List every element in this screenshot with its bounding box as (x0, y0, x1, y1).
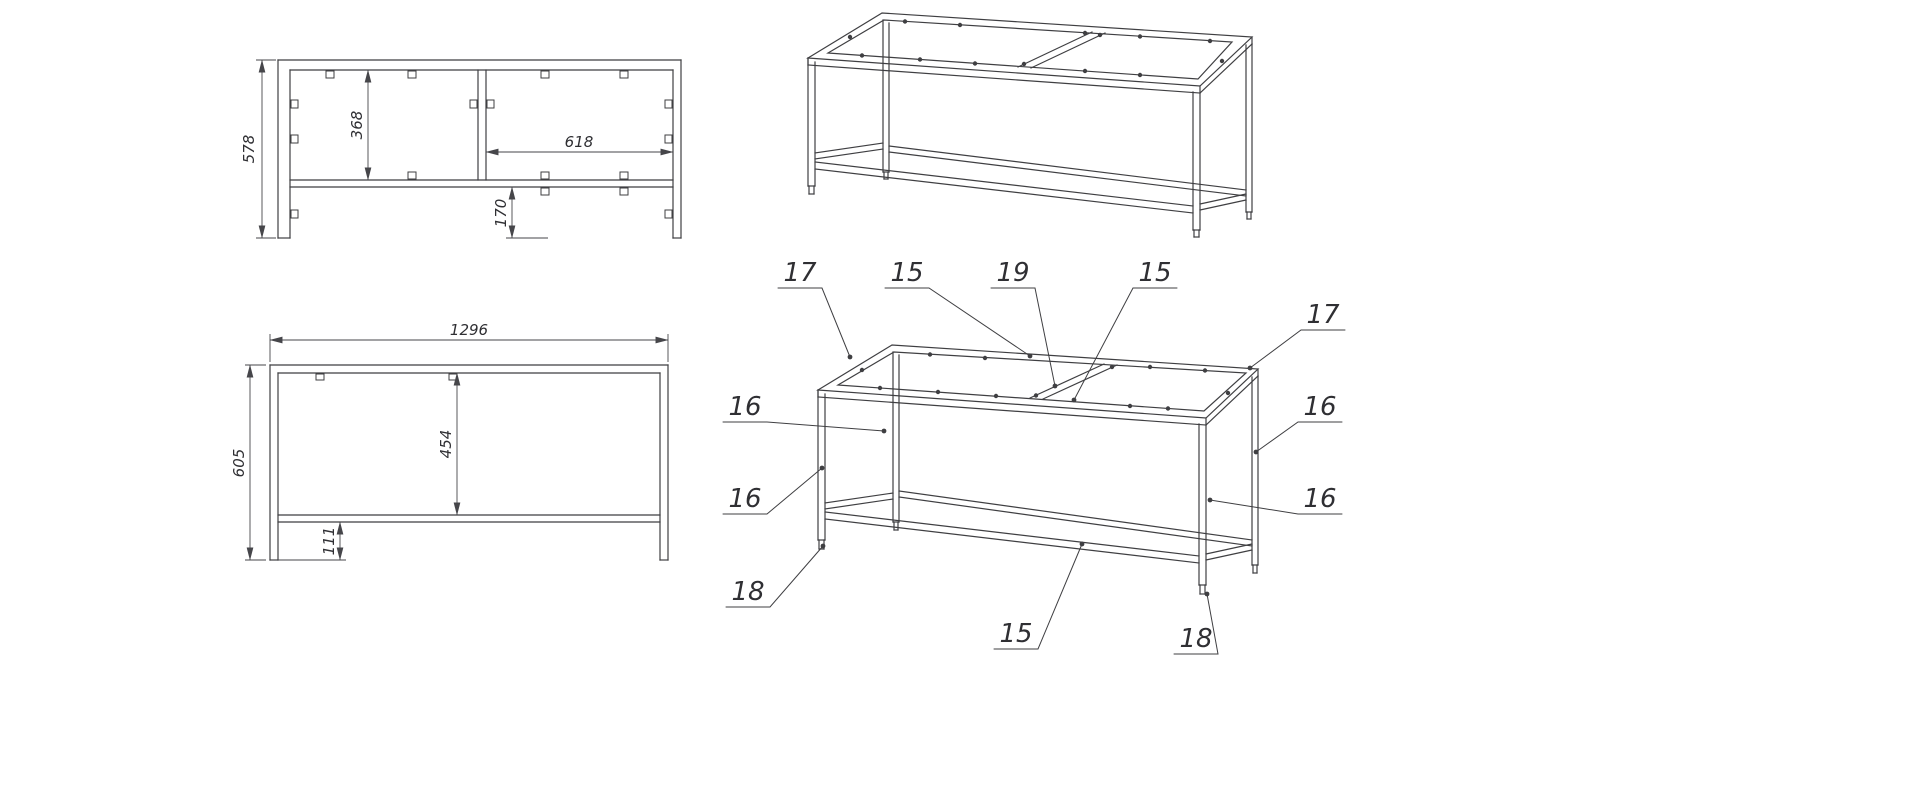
callout-label: 15 (999, 619, 1032, 649)
callout-16-right-upper: 16 (1253, 392, 1343, 455)
callout-16-right-lower: 16 (1207, 484, 1343, 515)
callout-label: 16 (728, 484, 761, 514)
callout-18-left: 18 (725, 543, 826, 608)
isometric-annotated-view: 17 15 19 15 17 16 16 (722, 258, 1346, 655)
iso-stretchers (814, 142, 1247, 214)
callout-17-top-left: 17 (777, 258, 853, 360)
callout-19: 19 (990, 258, 1058, 389)
callout-label: 16 (1303, 484, 1336, 514)
side-view: 1296 605 454 111 (230, 321, 669, 561)
dimension-value: 454 (437, 430, 455, 459)
callout-18-right: 18 (1173, 591, 1219, 655)
dimension-value: 605 (230, 449, 248, 478)
callout-15-top-right: 15 (1071, 258, 1178, 403)
callout-16-left-upper: 16 (722, 392, 887, 434)
dimension-578: 578 (240, 59, 276, 239)
dimension-value: 368 (348, 111, 366, 140)
callout-label: 18 (731, 577, 764, 607)
iso-legs (807, 19, 1253, 238)
dimension-111: 111 (278, 521, 346, 561)
callout-label: 15 (890, 258, 923, 288)
callout-17-right: 17 (1247, 300, 1346, 371)
callout-15-bottom: 15 (993, 541, 1085, 650)
callout-label: 16 (728, 392, 761, 422)
fastener-clip-icons (290, 70, 673, 219)
dimension-1296: 1296 (269, 321, 669, 362)
dimension-value: 618 (565, 133, 594, 151)
iso-top-frame (806, 12, 1254, 94)
callout-label: 17 (783, 258, 817, 288)
dimension-454: 454 (437, 372, 461, 516)
callout-15-top-left: 15 (884, 258, 1033, 359)
dimension-value: 578 (240, 135, 258, 164)
fastener-dots (859, 352, 1231, 411)
fastener-dots (847, 19, 1225, 78)
callout-label: 17 (1306, 300, 1340, 330)
dimension-605: 605 (230, 364, 266, 561)
isometric-view (806, 12, 1254, 238)
callout-label: 15 (1138, 258, 1171, 288)
front-view-frame-outline (277, 59, 682, 239)
dimension-value: 1296 (450, 321, 488, 339)
fastener-clip-icons (315, 373, 458, 381)
dimension-618: 618 (485, 133, 674, 156)
dimension-368: 368 (348, 69, 372, 181)
dimension-170: 170 (492, 186, 548, 239)
callout-label: 18 (1179, 624, 1212, 654)
iso2-stretchers (824, 490, 1253, 564)
iso2-top-frame (816, 344, 1260, 426)
callout-label: 16 (1303, 392, 1336, 422)
dimension-value: 170 (492, 199, 510, 228)
front-view: 578 368 618 170 (240, 59, 682, 239)
dimension-value: 111 (320, 527, 338, 556)
callout-label: 19 (996, 258, 1029, 288)
callout-16-left-lower: 16 (722, 465, 825, 515)
